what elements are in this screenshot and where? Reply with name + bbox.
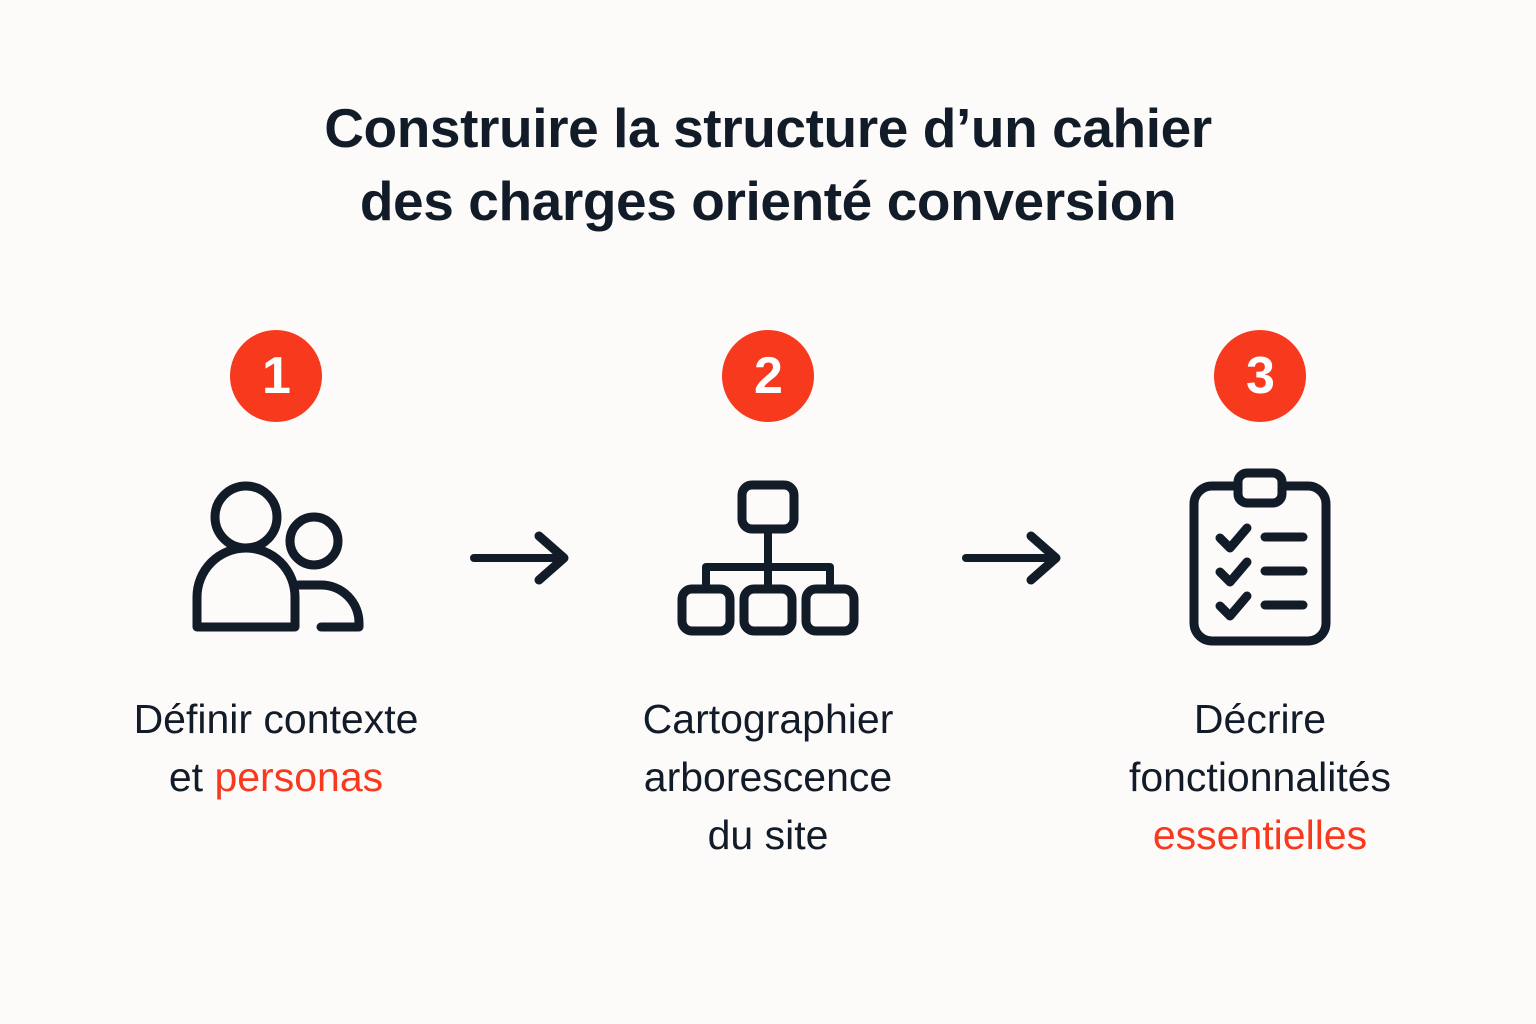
step-3: 3 Décrir bbox=[1080, 330, 1440, 865]
accent-word-personas: personas bbox=[214, 754, 384, 801]
step-1: 1 Définir contexte et pe bbox=[96, 330, 456, 806]
step-label-3-line-1: Décrire bbox=[1193, 696, 1327, 742]
accent-word-essentielles: essentielles bbox=[1152, 812, 1368, 859]
title-line-1: Construire la structure d’un cahier bbox=[324, 97, 1212, 159]
step-label-2-line-1: Cartographier bbox=[642, 696, 894, 742]
step-icon-wrap-2 bbox=[673, 464, 863, 654]
page-title: Construire la structure d’un cahier des … bbox=[0, 92, 1536, 237]
step-label-2-line-3: du site bbox=[707, 812, 829, 859]
arrow-right-icon bbox=[470, 531, 569, 585]
steps-row: 1 Définir contexte et pe bbox=[96, 330, 1440, 865]
step-label-1-line-1: Définir contexte bbox=[133, 696, 419, 742]
step-label-3: Décrire fonctionnalités essentielles bbox=[1129, 690, 1391, 865]
step-badge-1: 1 bbox=[230, 330, 322, 422]
sitemap-icon bbox=[677, 480, 859, 636]
step-badge-2: 2 bbox=[722, 330, 814, 422]
step-label-1-line-2: et personas bbox=[168, 754, 384, 801]
step-2: 2 bbox=[588, 330, 948, 865]
title-line-2: des charges orienté conversion bbox=[359, 169, 1177, 232]
step-icon-wrap-3 bbox=[1185, 464, 1335, 654]
clipboard-checklist-icon bbox=[1189, 468, 1331, 646]
step-label-2-line-2: arborescence bbox=[643, 754, 893, 801]
people-icon bbox=[192, 481, 364, 632]
step-icon-wrap-1 bbox=[181, 464, 371, 654]
step-label-3-line-2: fonctionnalités bbox=[1128, 754, 1392, 801]
step-badge-3: 3 bbox=[1214, 330, 1306, 422]
arrow-right-icon bbox=[962, 531, 1061, 585]
connector-1 bbox=[456, 330, 588, 586]
step-label-2: Cartographier arborescence du site bbox=[643, 690, 894, 865]
step-label-1: Définir contexte et personas bbox=[134, 690, 419, 806]
connector-2 bbox=[948, 330, 1080, 586]
